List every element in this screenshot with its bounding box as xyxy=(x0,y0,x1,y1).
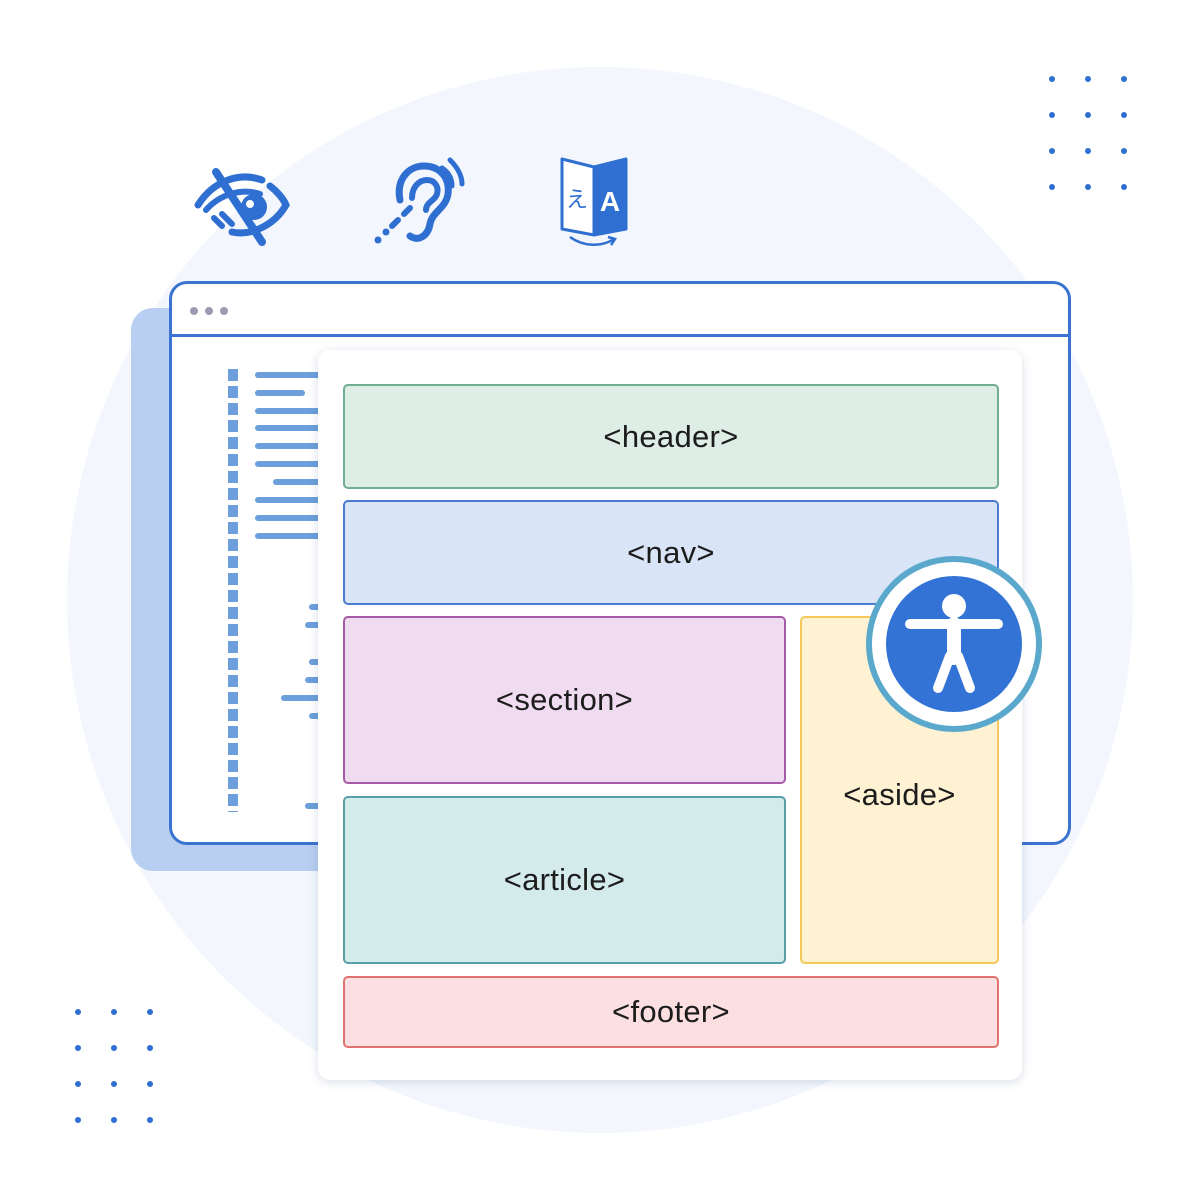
accessibility-badge xyxy=(866,556,1042,732)
hearing-impairment-icon xyxy=(370,150,470,250)
browser-title-bar xyxy=(172,284,1068,337)
article-block: <article> xyxy=(343,796,786,964)
translation-target-glyph: A xyxy=(600,186,620,217)
footer-block: <footer> xyxy=(343,976,999,1048)
section-block: <section> xyxy=(343,616,786,784)
visual-impairment-icon xyxy=(192,160,292,250)
window-control-dots xyxy=(190,307,228,315)
accessibility-icon xyxy=(905,594,1003,693)
header-block: <header> xyxy=(343,384,999,489)
translation-source-glyph: え xyxy=(566,188,588,213)
translation-icon: え A xyxy=(552,155,636,247)
decorative-dots-top-right xyxy=(1049,76,1127,190)
decorative-dots-bottom-left xyxy=(75,1009,153,1123)
